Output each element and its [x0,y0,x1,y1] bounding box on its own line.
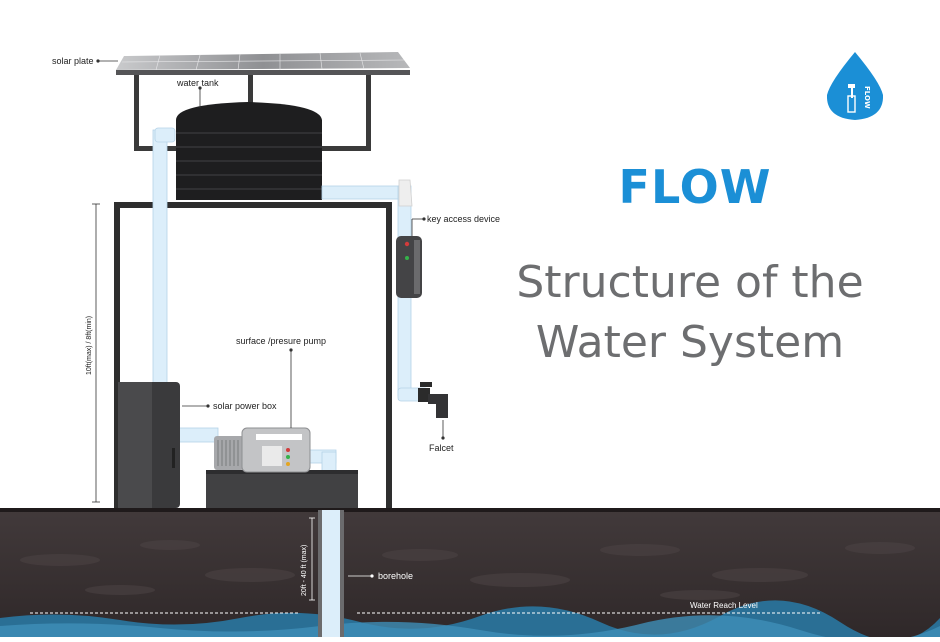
brand-name: FLOW [618,160,772,214]
solar-plate-label: solar plate [52,56,94,66]
page-title: Structure of the Water System [480,253,900,373]
pump-label: surface /presure pump [236,336,326,346]
water-tank: water tank [176,78,322,200]
depth-dimension-label: 20ft - 40 ft (max) [301,545,308,596]
water-reach-level-label: Water Reach Level [690,601,758,610]
key-access-device-label: key access device [427,214,500,224]
borehole-label: borehole [378,571,413,581]
key-access-device: key access device [396,214,500,298]
pump-assembly: surface /presure pump [206,336,358,508]
borehole: borehole 20ft - 40 ft (max) [301,510,413,637]
tower-frame [114,202,392,508]
solar-power-box-label: solar power box [213,401,277,411]
height-dimension: 10ft(max) / 8ft(min) [86,203,100,503]
solar-power-box: solar power box [118,382,277,508]
title-line-1: Structure of the [516,257,864,308]
water-tank-label: water tank [176,78,219,88]
logo-text: FLOW [863,86,871,109]
height-dimension-label: 10ft(max) / 8ft(min) [86,316,93,375]
solar-panel: solar plate [52,52,410,75]
faucet-label: Falcet [429,443,454,453]
ground: Water Reach Level [0,508,940,642]
title-line-2: Water System [535,317,845,368]
flow-logo: FLOW [826,52,884,120]
faucet: Falcet [418,382,454,453]
